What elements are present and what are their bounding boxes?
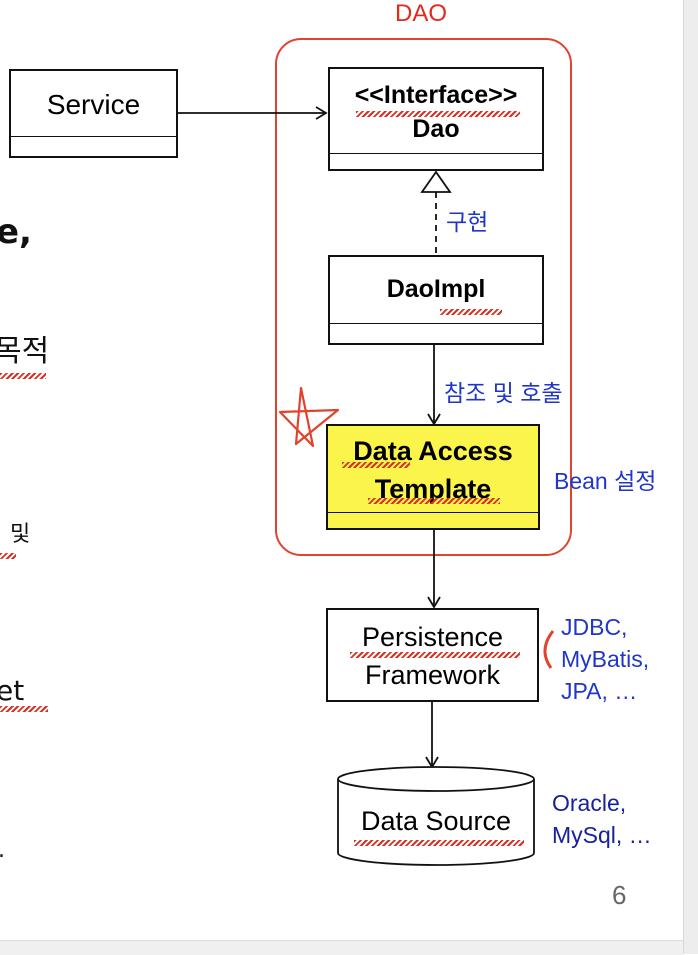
bean-config-label: Bean 설정 — [554, 468, 657, 494]
frameworks-line-1: JDBC, — [561, 614, 628, 640]
interface-stereotype: <<Interface>> — [354, 81, 518, 109]
frameworks-line-3: JPA, … — [561, 678, 638, 704]
template-line-1: Data Access — [353, 436, 513, 466]
data-source-label: Data Source — [360, 806, 512, 836]
service-label: Service — [46, 89, 141, 120]
left-fragment-1: e, — [0, 212, 32, 252]
dao-boundary-label: DAO — [395, 0, 448, 27]
spellcheck-underline — [0, 553, 16, 559]
persistence-line-2: Framework — [364, 660, 500, 690]
left-fragment-3: 및 — [10, 522, 31, 547]
interface-name: Dao — [412, 115, 460, 143]
databases-line-2: MySql, … — [552, 822, 652, 848]
spellcheck-underline — [342, 462, 410, 468]
spellcheck-underline — [0, 373, 46, 379]
implements-triangle — [420, 170, 452, 193]
spellcheck-underline — [354, 840, 524, 846]
reference-call-label: 참조 및 호출 — [444, 380, 563, 406]
spellcheck-underline — [368, 498, 500, 504]
left-fragment-2: 목적 — [0, 334, 50, 369]
spellcheck-underline — [440, 309, 502, 315]
databases-line-1: Oracle, — [552, 790, 627, 816]
dao-impl-box: DaoImpl — [328, 255, 544, 345]
spellcheck-underline — [0, 706, 48, 712]
interface-box-divider — [330, 153, 542, 154]
dao-impl-box-divider — [330, 323, 542, 324]
dao-impl-label: DaoImpl — [386, 275, 486, 303]
data-source-label-area: Data Source — [338, 800, 534, 840]
implements-label: 구현 — [446, 209, 489, 235]
frameworks-line-2: MyBatis, — [561, 646, 650, 672]
star-mark — [278, 386, 340, 448]
viewer-bottom-edge — [0, 940, 683, 955]
spellcheck-underline — [356, 111, 520, 117]
vertical-scrollbar[interactable] — [683, 0, 698, 954]
left-fragment-4: et — [0, 674, 25, 707]
bracket-mark — [543, 630, 555, 669]
persistence-line-1: Persistence — [361, 622, 504, 652]
data-access-template-box: Data Access Template — [326, 424, 540, 530]
template-box-divider — [328, 512, 538, 513]
page-number: 6 — [612, 880, 627, 910]
spellcheck-underline — [350, 652, 520, 658]
dao-boundary — [275, 38, 572, 556]
left-fragment-5: . — [0, 838, 5, 863]
dao-interface-box: <<Interface>> Dao — [328, 67, 544, 171]
service-box: Service — [9, 69, 178, 158]
service-box-divider — [11, 136, 176, 137]
